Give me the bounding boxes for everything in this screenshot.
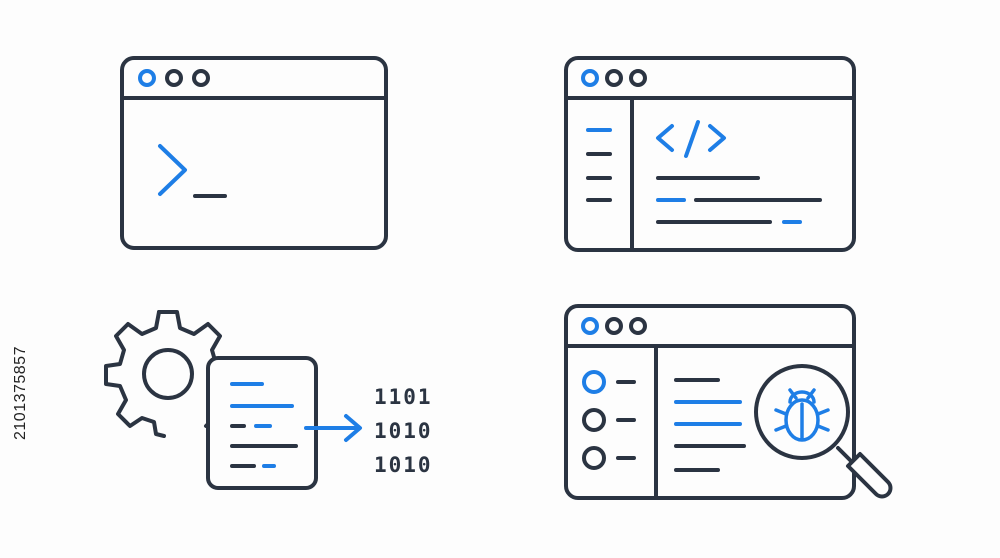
stock-id-label: 2101375857 [12,346,29,440]
binary-line: 1101 [374,385,433,409]
window-dot-icon [165,69,183,87]
code-bracket-left-icon [656,124,674,152]
binary-output: 1101 1010 1010 [374,385,433,477]
code-slash-icon [684,120,700,158]
prompt-chevron-icon [158,144,187,196]
code-editor-window-icon [564,56,856,252]
compile-to-binary-icon [104,310,362,490]
window-dot-icon [192,69,210,87]
bug-icon [774,388,830,442]
code-bracket-right-icon [708,124,726,152]
window-dot-active-icon [138,69,156,87]
binary-line: 1010 [374,419,433,443]
code-document-icon [206,356,318,490]
debug-window-icon [564,304,893,500]
terminal-window-icon [120,56,388,250]
binary-line: 1010 [374,453,433,477]
